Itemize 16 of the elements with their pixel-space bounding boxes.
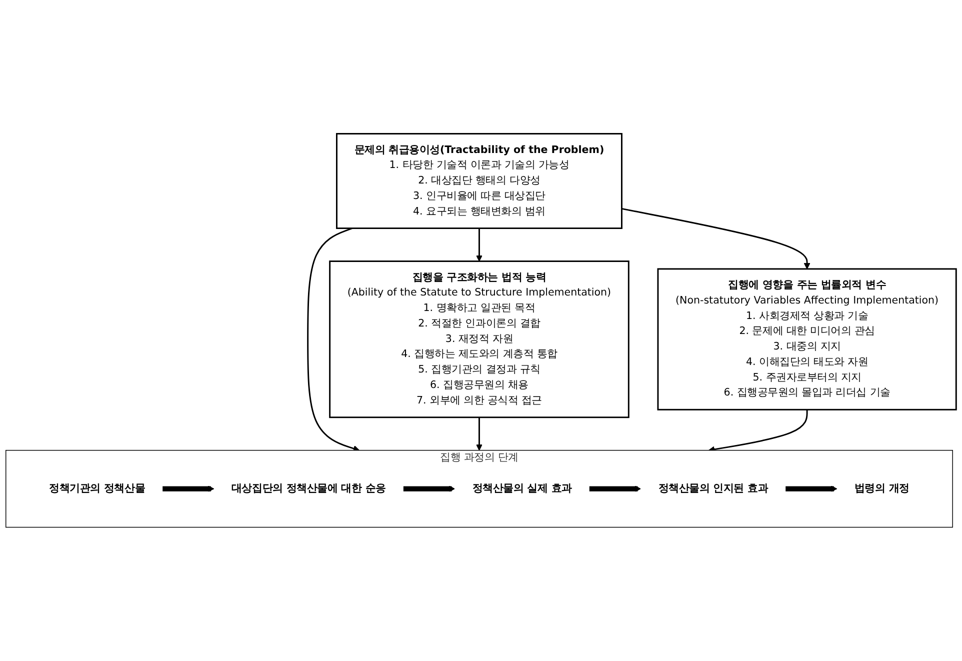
node-box: 집행에 영향을 주는 법률외적 변수 (Non-statutory Variables Affecting Implementation) 1. 사회경제적 상황과 기술 2. 문제에 대한 미디어의 관심 3. 대중의 지지 4. 이해집단의 태도와 자원 5. 주권자로부터의 지지 6. 집행공무원의 몰입과 리더십 기술 — [657, 268, 957, 410]
node-text: 법령의 개정 — [854, 482, 910, 494]
node-text: 정책기관의 정책산물 — [49, 482, 146, 494]
node-text: 정책산물의 실제 효과 — [472, 482, 572, 494]
arrow — [476, 417, 482, 451]
arrow — [307, 228, 360, 452]
arrow — [589, 486, 641, 492]
arrow — [162, 486, 214, 492]
node-box: 집행을 구조화하는 법적 능력 (Ability of the Statute to Structure Implementation) 1. 명확하고 일관된 목적 2. 적절한 인과이론의 결합 3. 재정적 자원 4. 집행하는 제도와의 계층적 통합 5. 집행기관의 결정과 규칙 6. 집행공무원의 채용 7. 외부에 의한 공식적 접근 — [329, 260, 630, 418]
node-box: 문제의 취급용이성(Tractability of the Problem) 1. 타당한 기술적 이론과 기술의 가능성 2. 대상집단 행태의 다양성 3. 인구비율에 따른 대상집단 4. 요구되는 행태변화의 범위 — [336, 133, 622, 229]
node-text: 정책산물의 인지된 효과 — [658, 482, 768, 494]
arrow — [476, 228, 482, 262]
arrow — [403, 486, 456, 492]
arrow — [622, 208, 810, 270]
arrow — [786, 486, 838, 492]
node-text: 대상집단의 정책산물에 대한 순응 — [231, 482, 386, 494]
